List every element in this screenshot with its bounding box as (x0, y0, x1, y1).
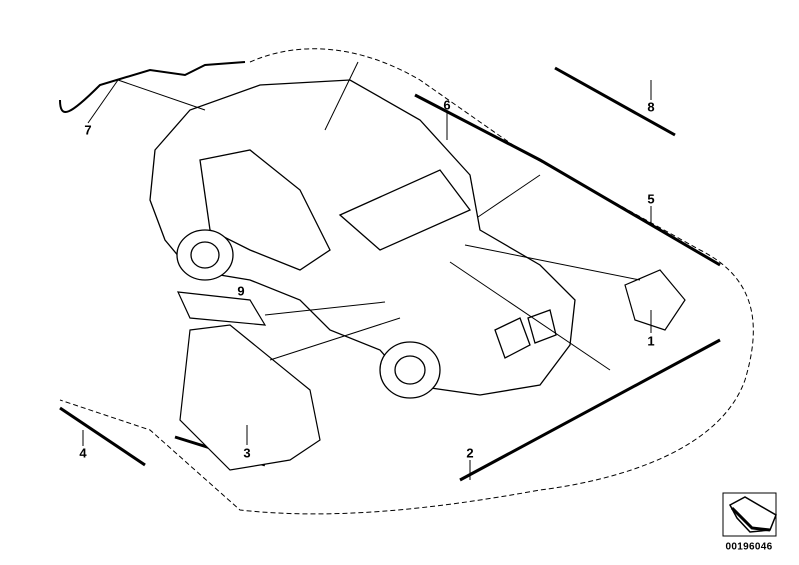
callout-7: 7 (84, 122, 92, 138)
washer-reservoir (179, 324, 321, 471)
arrow-icon (722, 492, 777, 537)
cables (59, 61, 721, 482)
leader-lines (82, 61, 652, 480)
parts (177, 269, 686, 471)
cable-routing-dashed-loop (59, 48, 754, 515)
callout-9: 9 (237, 283, 245, 299)
callout-1: 1 (647, 333, 655, 349)
diagram-code: 00196046 (725, 541, 773, 553)
callout-6: 6 (443, 97, 451, 113)
callout-5: 5 (647, 191, 655, 207)
vehicle-illustration (149, 79, 576, 399)
pump-1 (624, 269, 686, 331)
callout-4: 4 (79, 445, 87, 461)
callout-3: 3 (243, 445, 251, 461)
callout-2: 2 (466, 445, 474, 461)
callout-8: 8 (647, 99, 655, 115)
bracket-9 (177, 291, 267, 326)
